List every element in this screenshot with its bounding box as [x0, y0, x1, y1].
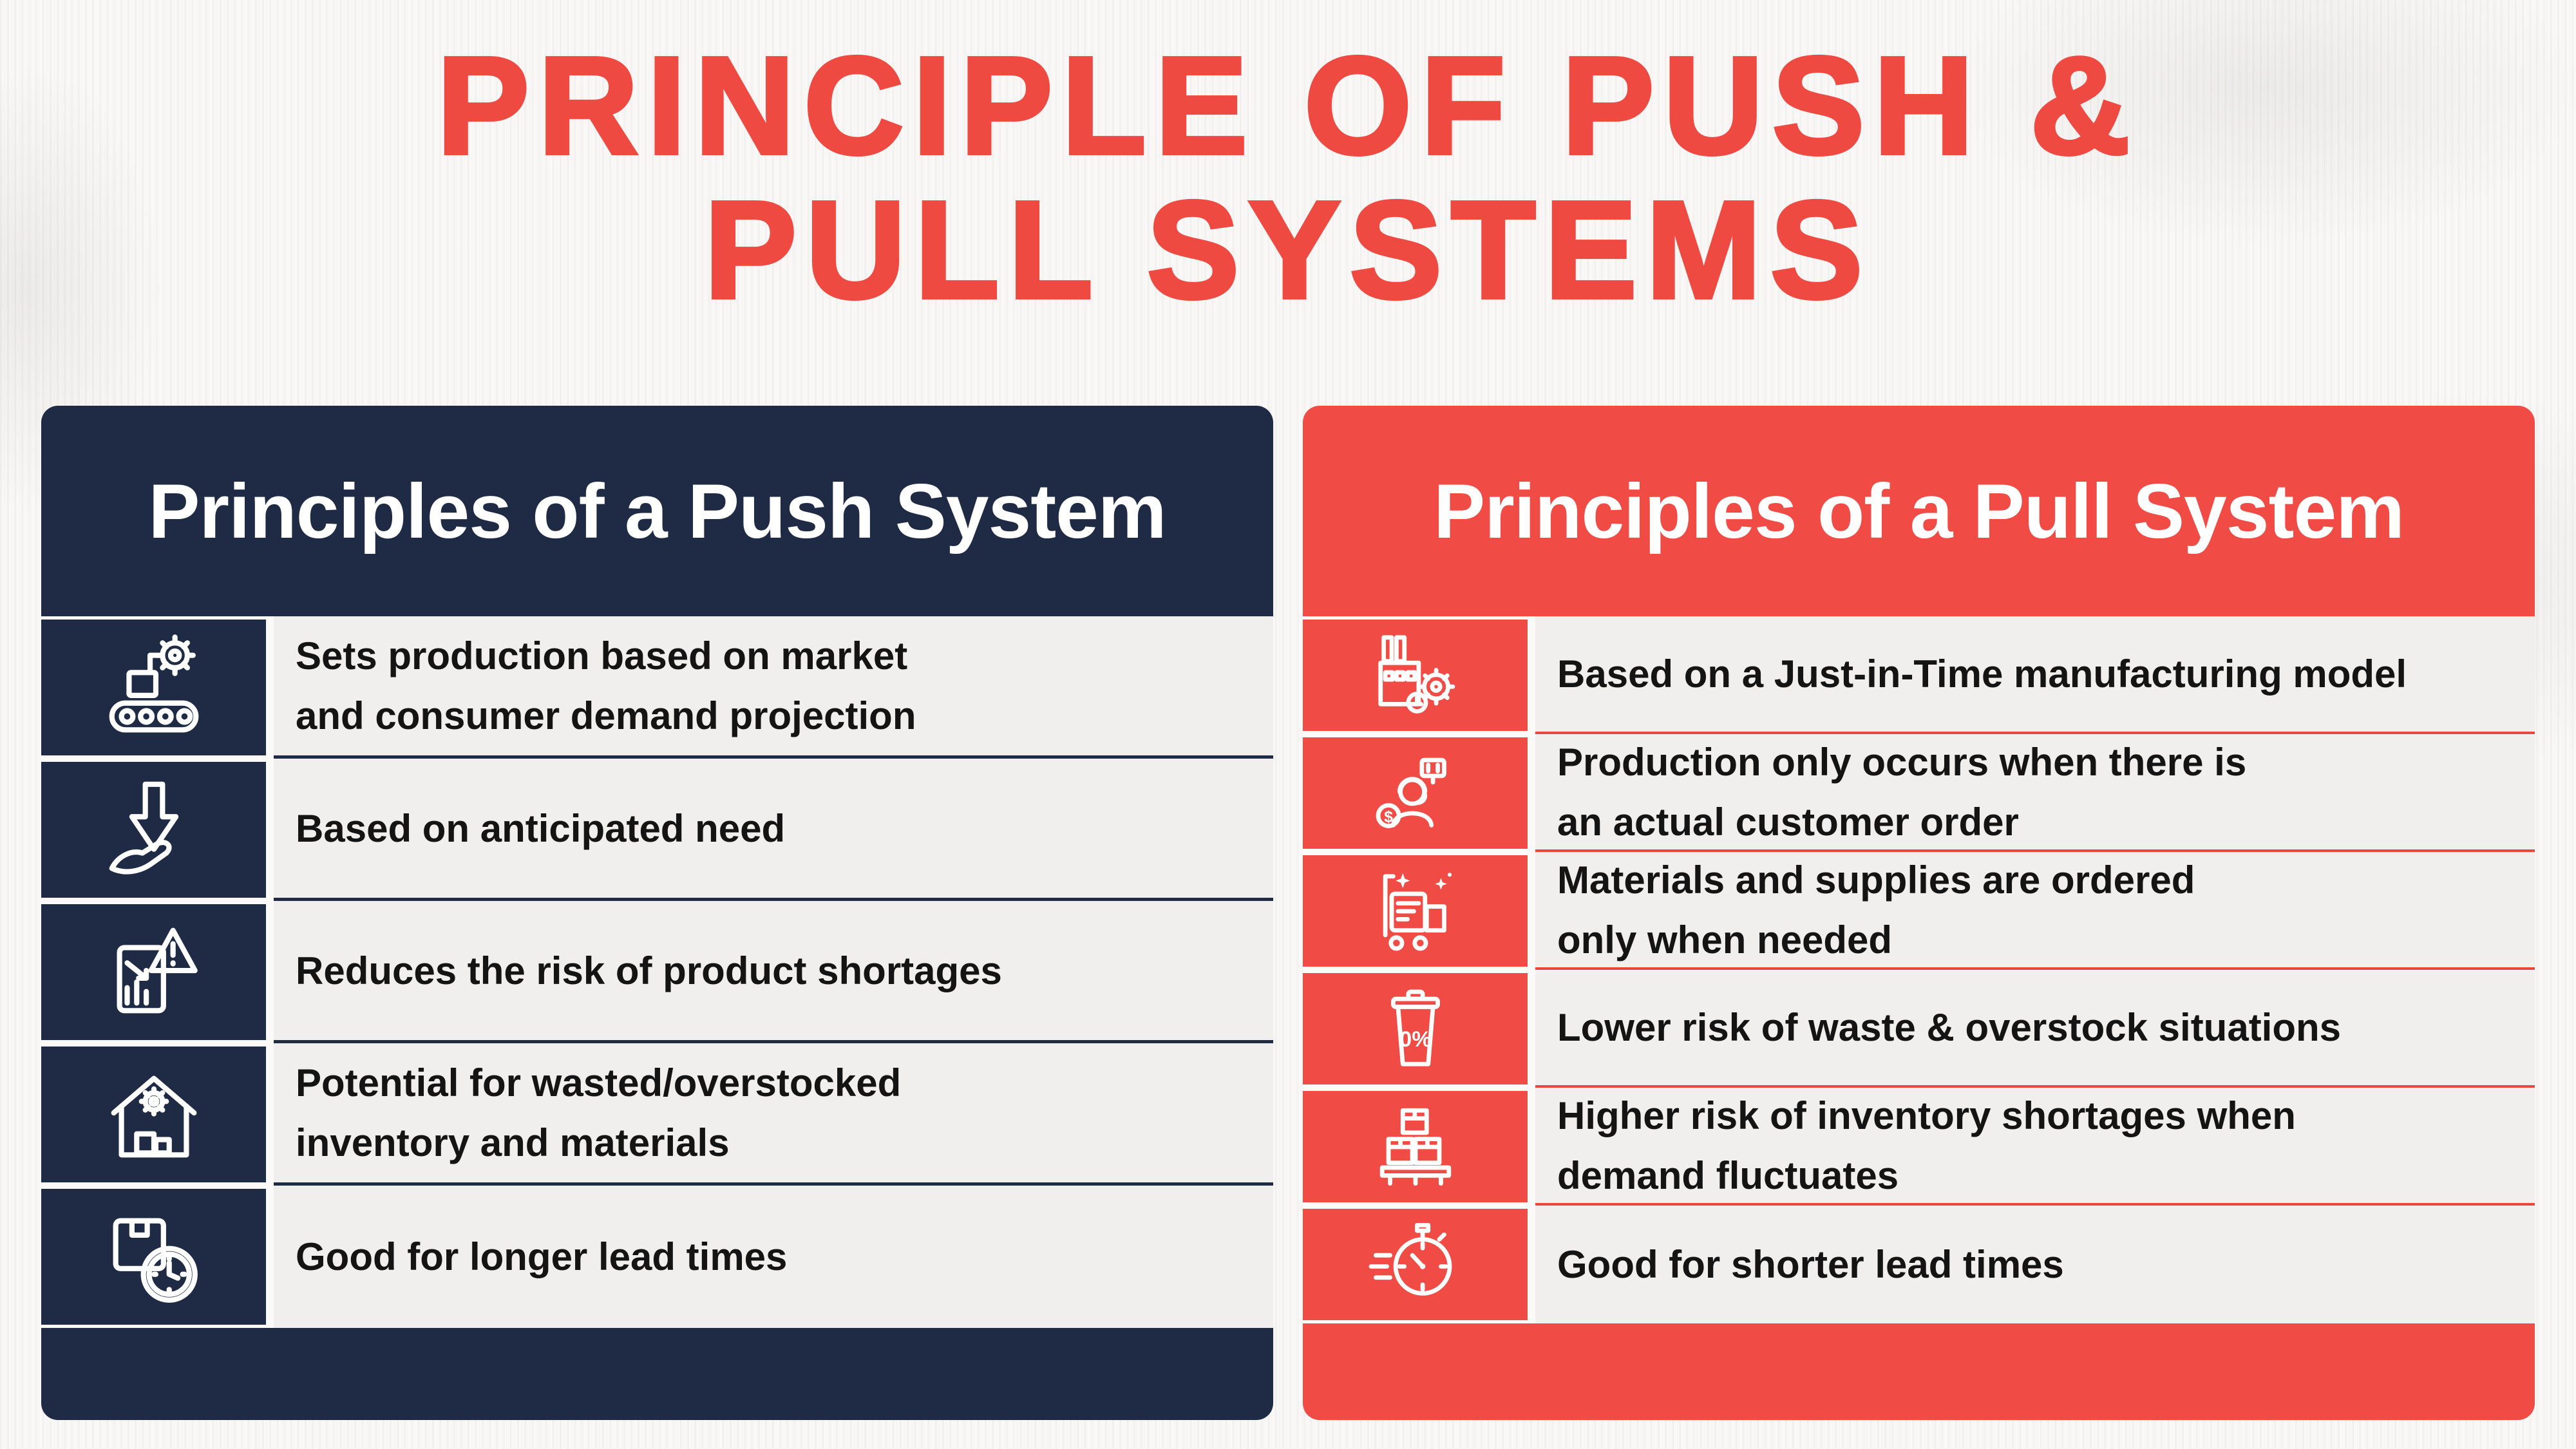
speed-stopwatch-icon: [1368, 1222, 1452, 1296]
pull-system-panel: Principles of a Pull System: [1303, 406, 2535, 1420]
page-title: PRINCIPLE OF PUSH & PULL SYSTEMS: [0, 28, 2576, 327]
push-row-icon-cell: [41, 762, 266, 898]
column-divider: [1528, 1088, 1535, 1206]
coin-dollar-label: $: [1384, 808, 1393, 826]
column-divider: [266, 1043, 274, 1186]
pull-row-text: Higher risk of inventory shortages when …: [1535, 1088, 2535, 1206]
column-divider: [266, 759, 274, 901]
column-divider: [266, 1186, 274, 1328]
column-divider: [1528, 852, 1535, 970]
pull-row-text: Lower risk of waste & overstock situatio…: [1535, 970, 2535, 1088]
page-title-line2: PULL SYSTEMS: [703, 171, 1872, 327]
pull-row-icon-cell: [1303, 1209, 1528, 1320]
pull-row-text: Production only occurs when there is an …: [1535, 734, 2535, 852]
pull-panel-rows: Based on a Just-in-Time manufacturing mo…: [1303, 616, 2535, 1323]
pull-row: 0% Lower risk of waste & overstock situa…: [1303, 970, 2535, 1088]
pull-row: Based on a Just-in-Time manufacturing mo…: [1303, 616, 2535, 734]
column-divider: [1528, 1206, 1535, 1323]
shortage-risk-icon: [117, 927, 198, 1013]
push-row: Reduces the risk of product shortages: [41, 901, 1273, 1043]
push-row-icon-cell: [41, 620, 266, 755]
pull-row-text: Materials and supplies are ordered only …: [1535, 852, 2535, 970]
pull-row-icon-cell: [1303, 855, 1528, 967]
pull-row-icon-cell: [1303, 620, 1528, 731]
push-row: Sets production based on market and cons…: [41, 616, 1273, 759]
push-row-text: Reduces the risk of product shortages: [274, 901, 1273, 1043]
push-row-text: Potential for wasted/overstocked invento…: [274, 1043, 1273, 1186]
pull-panel-header: Principles of a Pull System: [1303, 406, 2535, 616]
pull-row-text: Good for shorter lead times: [1535, 1206, 2535, 1323]
bin-zero-percent-label: 0%: [1399, 1027, 1432, 1052]
push-row: Potential for wasted/overstocked invento…: [41, 1043, 1273, 1186]
push-panel-header: Principles of a Push System: [41, 406, 1273, 616]
pull-panel-footer: [1303, 1323, 2535, 1420]
push-row-icon-cell: [41, 1046, 266, 1182]
push-panel-footer: [41, 1328, 1273, 1420]
column-divider: [1528, 616, 1535, 734]
push-row-text: Good for longer lead times: [274, 1186, 1273, 1328]
hand-arrow-icon: [109, 781, 178, 875]
push-row-text: Based on anticipated need: [274, 759, 1273, 901]
pull-row-icon-cell: [1303, 1091, 1528, 1202]
materials-cart-icon: [1383, 872, 1452, 951]
waste-bin-icon: 0%: [1390, 989, 1440, 1066]
pull-row-icon-cell: $: [1303, 737, 1528, 849]
push-panel-rows: Sets production based on market and cons…: [41, 616, 1273, 1328]
pull-row: Good for shorter lead times: [1303, 1206, 2535, 1323]
pull-row: Materials and supplies are ordered only …: [1303, 852, 2535, 970]
push-row: Based on anticipated need: [41, 759, 1273, 901]
push-row: Good for longer lead times: [41, 1186, 1273, 1328]
push-row-icon-cell: [41, 1189, 266, 1325]
pull-row-icon-cell: 0%: [1303, 973, 1528, 1084]
warehouse-gear-icon: [111, 1075, 196, 1157]
production-conveyor-icon: [109, 634, 198, 732]
page-title-line1: PRINCIPLE OF PUSH &: [435, 28, 2139, 183]
push-row-text: Sets production based on market and cons…: [274, 616, 1273, 759]
inventory-pallet-icon: [1379, 1108, 1451, 1186]
customer-order-icon: $: [1376, 757, 1446, 828]
push-system-panel: Principles of a Push System Sets product…: [41, 406, 1273, 1420]
box-clock-icon: [113, 1218, 198, 1303]
jit-factory-icon: [1378, 634, 1455, 714]
column-divider: [1528, 734, 1535, 852]
push-row-icon-cell: [41, 904, 266, 1040]
column-divider: [266, 616, 274, 759]
pull-row: $ Production only occurs when there is a…: [1303, 734, 2535, 852]
pull-row-text: Based on a Just-in-Time manufacturing mo…: [1535, 616, 2535, 734]
column-divider: [1528, 970, 1535, 1088]
column-divider: [266, 901, 274, 1043]
pull-row: Higher risk of inventory shortages when …: [1303, 1088, 2535, 1206]
